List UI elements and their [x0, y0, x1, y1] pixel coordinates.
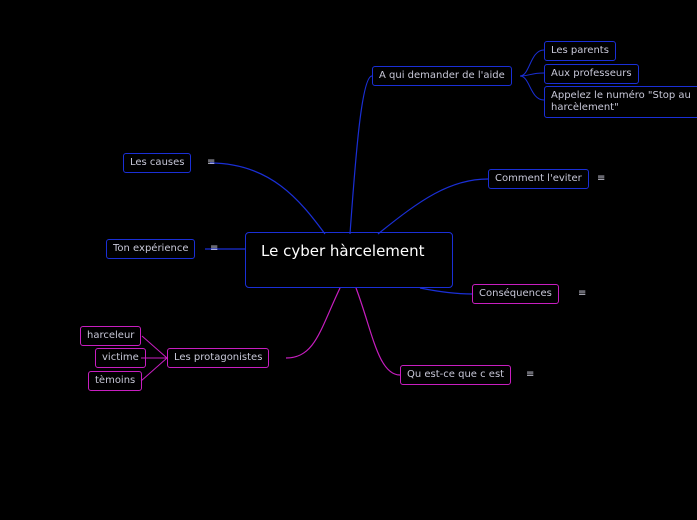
topic-protagonists[interactable]: Les protagonistes	[167, 348, 270, 368]
note-icon[interactable]: ≡	[526, 369, 535, 380]
subtopic-parents[interactable]: Les parents	[544, 41, 616, 61]
topic-ask-for-help[interactable]: A qui demander de l'aide	[372, 66, 512, 86]
subtopic-teachers[interactable]: Aux professeurs	[544, 64, 639, 84]
subtopic-victime[interactable]: victime	[95, 348, 146, 368]
subtopic-harceleur[interactable]: harceleur	[80, 326, 142, 346]
note-icon[interactable]: ≡	[597, 173, 606, 184]
topic-what-is-it[interactable]: Qu est-ce que c est	[400, 365, 512, 385]
note-icon[interactable]: ≡	[578, 288, 587, 299]
topic-how-to-avoid[interactable]: Comment l'eviter	[488, 169, 589, 189]
subtopic-stop-harcelement-number[interactable]: Appelez le numéro "Stop au harcèlement"	[544, 86, 697, 118]
topic-your-experience[interactable]: Ton expérience	[106, 239, 196, 259]
central-topic[interactable]: Le cyber hàrcelement	[245, 232, 453, 288]
subtopic-temoins[interactable]: tèmoins	[88, 371, 143, 391]
note-icon[interactable]: ≡	[207, 157, 216, 168]
topic-causes[interactable]: Les causes	[123, 153, 192, 173]
topic-consequences[interactable]: Conséquences	[472, 284, 559, 304]
note-icon[interactable]: ≡	[210, 243, 219, 254]
